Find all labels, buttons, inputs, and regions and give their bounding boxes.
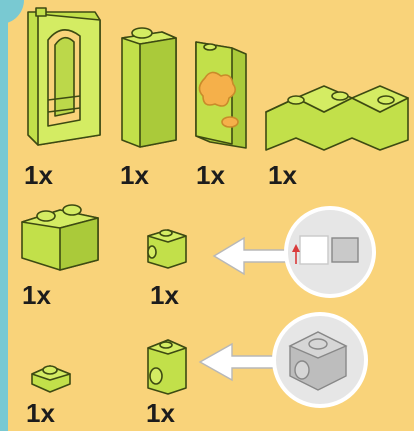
qty-brick-1x1-stud-side: 1x <box>150 280 179 311</box>
brick-1x1-stud-side-2-part <box>148 340 186 394</box>
window-frame-part <box>28 8 100 145</box>
callout-detail-icon <box>286 208 374 296</box>
callout-detail-icon <box>274 314 366 406</box>
qty-brick-1x1x3: 1x <box>120 160 149 191</box>
brick-1x1x3-part <box>122 28 176 147</box>
qty-brick-1x2: 1x <box>22 280 51 311</box>
plate-1x1-round-part <box>32 366 70 392</box>
arrow-left-icon <box>214 238 292 274</box>
qty-brick-1x1-stud-side-2: 1x <box>146 398 175 429</box>
qty-plate-1x1-round: 1x <box>26 398 55 429</box>
qty-panel-decorated: 1x <box>196 160 225 191</box>
brick-1x1-stud-side-part <box>148 230 186 268</box>
brick-corner-part <box>266 86 408 150</box>
brick-1x2-part <box>22 205 98 270</box>
qty-window-frame: 1x <box>24 160 53 191</box>
arrow-left-icon <box>200 344 282 380</box>
panel-decorated-part <box>196 42 246 148</box>
qty-brick-corner: 1x <box>268 160 297 191</box>
